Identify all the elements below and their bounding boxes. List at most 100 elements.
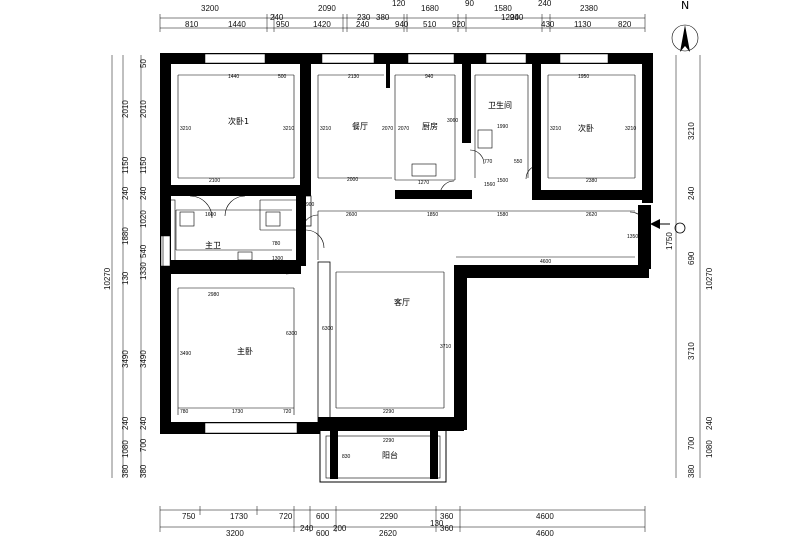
left-dim-2-3: 240 (139, 186, 148, 200)
top-dim-2-6: 940 (395, 20, 409, 29)
master-bath-sink (237, 251, 253, 261)
bottom-dim-2-1: 240 (300, 524, 314, 533)
bottom-dim-1-4: 2290 (380, 512, 398, 521)
top-dim-1-4: 1680 (421, 4, 439, 13)
north-label: N (681, 0, 689, 12)
right-dim-7: 240 (705, 416, 714, 430)
top-dim-2-1: 1440 (228, 20, 246, 29)
right-dim-0: 3210 (687, 122, 696, 140)
left-dim-2-2: 1150 (139, 156, 148, 174)
dim-mb-b: 1300 (272, 256, 283, 262)
top-dim-2-7: 510 (423, 20, 437, 29)
top-dim-1-7: 240 (538, 0, 552, 8)
left-dim-outer: 10270 (103, 267, 112, 290)
room-label-master-bed: 主卧 (237, 346, 253, 356)
top-dim-1-2: 2090 (318, 4, 336, 13)
top-dim-2-4: 230 (357, 13, 371, 22)
toilet-fixture (477, 129, 493, 149)
dim-mb-a: 780 (272, 241, 281, 247)
right-dimension-lines: 3210 240 1750 690 3710 700 380 240 1080 … (665, 55, 714, 478)
dim-ent: 1350 (627, 234, 638, 240)
top-dim-1-3: 120 (392, 0, 406, 8)
bottom-dim-1-5: 360 (440, 512, 454, 521)
left-dim-2-8: 240 (139, 416, 148, 430)
master-bath-fixture (179, 211, 195, 227)
dim-corr2: 1560 (484, 182, 495, 188)
bottom-dim-2-3: 200 (333, 524, 347, 533)
room-label-kitchen: 厨房 (422, 121, 438, 131)
top-dim-2-3: 1420 (313, 20, 331, 29)
left-dim-1-7: 1080 (121, 440, 130, 458)
dim-din-side-r: 2070 (382, 126, 393, 132)
right-dim-4: 3710 (687, 342, 696, 360)
left-dim-2-5: 540 (139, 244, 148, 258)
room-label-bathroom: 卫生间 (488, 100, 512, 110)
right-dim-1: 240 (687, 186, 696, 200)
dim-b1-side-r: 3210 (283, 126, 294, 132)
exterior-walls (160, 53, 653, 434)
dim-liv-top: 4600 (540, 259, 551, 265)
dim-hall-2: 1850 (427, 212, 438, 218)
bottom-dim-2-0: 3200 (226, 529, 244, 538)
bottom-dim-small-0: 130 (430, 519, 444, 528)
room-label-bedroom1: 次卧1 (228, 116, 249, 126)
dim-bath-b: 550 (514, 159, 523, 165)
top-dim-1-8: 2380 (580, 4, 598, 13)
dim-mbed-b: 780 (180, 409, 189, 415)
bottom-dim-1-2: 720 (279, 512, 293, 521)
left-dim-1-3: 1880 (121, 227, 130, 245)
top-dim-2-2: 950 (276, 20, 290, 29)
dim-hall-4: 2620 (586, 212, 597, 218)
dim-mbed-a: 720 (283, 409, 292, 415)
top-dim-small-0: 240 (356, 20, 370, 29)
right-dim-outer: 10270 (705, 267, 714, 290)
left-dim-1-2: 240 (121, 186, 130, 200)
left-dim-2-4: 1020 (139, 210, 148, 228)
left-dim-1-6: 240 (121, 416, 130, 430)
interior-thin-lines (175, 74, 636, 415)
dim-bath-side: 1990 (497, 124, 508, 130)
dim-b1-bottom: 2100 (209, 178, 220, 184)
dim-din-top: 2130 (348, 74, 359, 80)
room-label-dining: 餐厅 (352, 122, 368, 131)
window-bedroom2 (559, 53, 609, 64)
top-dim-2-5: 380 (376, 13, 390, 22)
dim-hall-3: 1580 (497, 212, 508, 218)
top-dim-1-0: 3200 (201, 4, 219, 13)
dim-b2-bottom: 2380 (586, 178, 597, 184)
dim-corr: 900 (306, 202, 315, 208)
right-dim-8: 1080 (705, 440, 714, 458)
left-dim-1-1: 1150 (121, 156, 130, 174)
dim-mb-side: 2740 (210, 264, 221, 270)
dim-liv-side-l: 6300 (322, 326, 333, 332)
left-dim-1-0: 2010 (121, 100, 130, 118)
dim-kit-side: 2070 (398, 126, 409, 132)
room-label-living: 客厅 (394, 297, 410, 307)
interior-walls (160, 63, 541, 423)
fixtures (179, 129, 493, 261)
dim-kit-side-r: 3060 (447, 118, 458, 124)
dim-din-bottom: 2000 (347, 177, 358, 183)
dim-liv-bottom: 2290 (383, 409, 394, 415)
bottom-dim-1-3: 600 (316, 512, 330, 521)
left-dim-1-8: 380 (121, 464, 130, 478)
window-bedroom1 (204, 53, 266, 64)
room-label-master-bath: 主卫 (205, 240, 221, 250)
top-dim-1-1: 240 (270, 13, 284, 22)
dim-liv-side: 3710 (440, 344, 451, 350)
top-dim-2-9: 240 (510, 13, 524, 22)
bottom-dimension-lines: 750 1730 720 600 2290 360 4600 3200 240 … (159, 506, 646, 538)
stove-fixture (411, 163, 437, 177)
left-dim-2-9: 700 (139, 438, 148, 452)
dim-b1-side: 3210 (180, 126, 191, 132)
dim-mbed-side: 3490 (180, 351, 191, 357)
top-dim-2-12: 820 (618, 20, 632, 29)
dim-mbed-bottom: 1730 (232, 409, 243, 415)
left-dim-2-1: 2010 (139, 100, 148, 118)
bottom-dim-1-0: 750 (182, 512, 196, 521)
bottom-dim-2-2: 600 (316, 529, 330, 538)
window-master-bath (160, 235, 171, 267)
left-dim-2-6: 1330 (139, 262, 148, 280)
left-dim-2-7: 3490 (139, 350, 148, 368)
